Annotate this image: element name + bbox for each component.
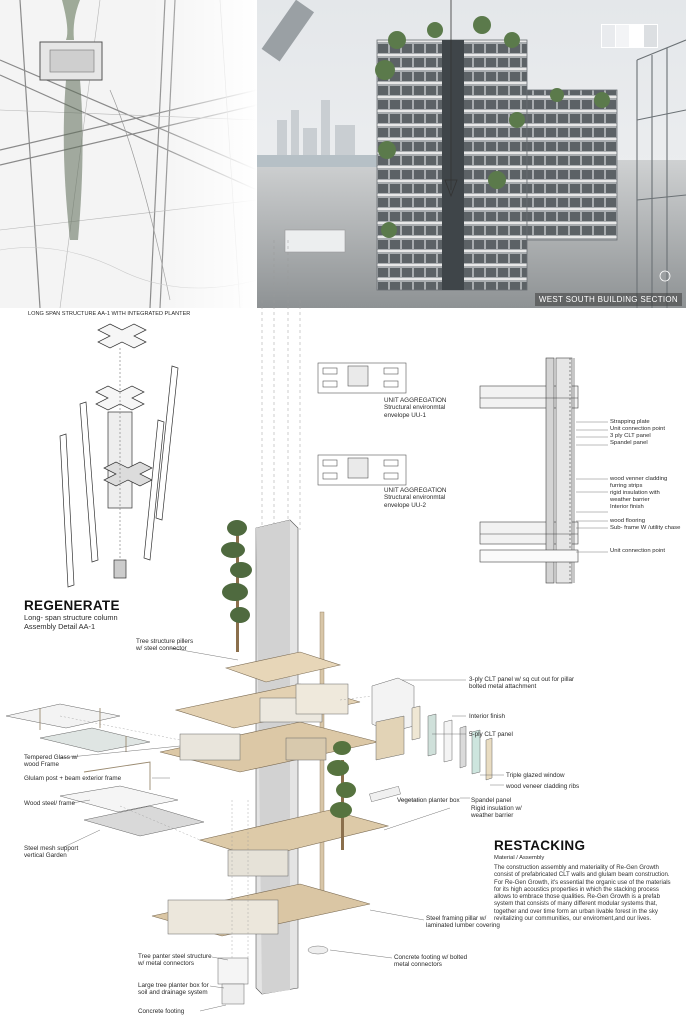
building-section-render: WEST SOUTH BUILDING SECTION: [257, 0, 686, 308]
column-assembly-detail: [59, 323, 179, 588]
wall-label: Strapping plate: [610, 419, 650, 425]
label-line: envelope UU-2: [384, 501, 427, 509]
restacking-subtitle: Material / Assembly: [494, 855, 545, 861]
wall-label: wood venner cladding: [610, 476, 668, 482]
vegetation-planter-label: Vegetation planter box: [397, 797, 460, 804]
spandel-panel-label: Spandel panel: [471, 797, 512, 804]
label-line: laminated lumber covering: [426, 922, 500, 930]
wall-section-label-bottom: Unit connection point: [610, 548, 666, 554]
wall-label: rigid insulation with: [610, 490, 660, 496]
label-line: Rigid insulation w/: [471, 805, 522, 812]
wall-section-labels-middle: wood venner cladding furring strips rigi…: [610, 476, 667, 511]
label-line: Tree structure pillers: [136, 638, 194, 645]
wood-veneer-ribs-label: wood veneer cladding ribs: [506, 783, 580, 790]
glulam-post-label: Glulam post + beam exterior frame: [24, 775, 122, 782]
label-line: UNIT AGGREGATION: [384, 487, 447, 494]
unit-aggregation-uu1-label: UNIT AGGREGATION Structural environmtal …: [384, 397, 446, 419]
label-line: soil and drainage system: [138, 989, 208, 997]
render-caption: WEST SOUTH BUILDING SECTION: [534, 293, 682, 306]
interior-finish-label: Interior finish: [469, 713, 506, 720]
label-line: Tree panter steel structure: [138, 953, 212, 960]
wall-label: Unit connection point: [610, 426, 666, 432]
regenerate-subtitle: Long- span structure column Assembly Det…: [24, 613, 118, 631]
large-tree-planter-label: Large tree planter box for soil and drai…: [138, 982, 209, 997]
label-line: UNIT AGGREGATION: [384, 397, 447, 404]
clt-5ply-label: 5-ply CLT panel: [469, 731, 513, 738]
label-line: 3-ply CLT panel w/ sq cut out for pillar: [469, 676, 575, 683]
regenerate-subtitle-line: Assembly Detail AA-1: [24, 621, 96, 631]
steel-framing-pillar-label: Steel framing pillar w/ laminated lumber…: [426, 915, 500, 930]
label-line: Steel mesh support: [24, 845, 79, 852]
rigid-insulation-label: Rigid insulation w/ weather barrier: [471, 805, 522, 820]
label-line: metal connectors: [394, 961, 442, 969]
wall-section-labels-lower: wood flooring Sub- frame W /utility chas…: [610, 518, 680, 532]
wall-label: wood flooring: [610, 518, 646, 524]
exploded-tower-assembly: [5, 519, 493, 1005]
concrete-footing-bolted-label: Concrete footing w/ bolted metal connect…: [394, 954, 467, 969]
top-left-perspective-sketch: [0, 0, 257, 308]
sketch-drawing: [0, 0, 257, 308]
wood-steel-frame-label: Wood steel/ frame: [24, 800, 75, 807]
unit-aggregation-uu2-label: UNIT AGGREGATION Structural environmtal …: [384, 487, 446, 509]
tempered-glass-label: Tempered Glass w/ wood Frame: [24, 754, 78, 769]
concrete-footing-label: Concrete footing: [138, 1008, 185, 1015]
clt-3ply-label: 3-ply CLT panel w/ sq cut out for pillar…: [469, 676, 574, 691]
long-span-caption: LONG SPAN STRUCTURE AA-1 WITH INTEGRATED…: [28, 311, 191, 317]
regenerate-subtitle-line: Long- span structure column: [24, 613, 118, 622]
label-line: Tempered Glass w/: [24, 754, 78, 761]
steel-mesh-label: Steel mesh support vertical Garden: [24, 845, 78, 860]
wall-section-leaders: [576, 421, 608, 553]
tree-planter-structure-label: Tree panter steel structure w/ metal con…: [138, 953, 212, 968]
label-line: bolted metal attachment: [469, 683, 537, 691]
restacking-body: The construction assembly and materialit…: [494, 864, 671, 923]
wall-label: furring strips: [610, 483, 643, 489]
label-line: weather barrier: [471, 812, 514, 820]
label-line: envelope UU-1: [384, 411, 427, 419]
regenerate-title: REGENERATE: [24, 598, 120, 613]
label-line: Large tree planter box for: [138, 982, 209, 989]
wall-label: Interior finish: [610, 504, 644, 510]
restacking-title: RESTACKING: [494, 838, 586, 853]
triple-glazed-window-label: Triple glazed window: [506, 772, 565, 779]
wall-section-labels-upper: Strapping plate Unit connection point 3 …: [610, 419, 665, 447]
label-line: Structural environmtal: [384, 494, 446, 502]
label-line: w/ steel connector: [136, 645, 187, 653]
label-line: vertical Garden: [24, 852, 67, 860]
wall-label: Sub- frame W /utility chase: [610, 525, 681, 531]
wall-label: Spandel panel: [610, 440, 648, 446]
palette-swatch-4: [643, 24, 658, 48]
label-line: Structural environmtal: [384, 404, 446, 412]
label-line: Steel framing pillar w/: [426, 915, 487, 922]
unit-aggregation-plans: [317, 362, 407, 486]
wall-label: 3 ply CLT panel: [610, 433, 651, 439]
label-line: w/ metal connectors: [138, 960, 194, 968]
assembly-right-leaders: [329, 679, 504, 959]
assembly-left-leaders: [59, 647, 239, 1012]
render-drawing: [257, 0, 686, 308]
label-line: wood Frame: [24, 761, 59, 769]
wall-label: weather barrier: [610, 497, 650, 503]
tree-structure-pillers-label: Tree structure pillers w/ steel connecto…: [136, 638, 193, 653]
wall-section-detail: [479, 357, 579, 584]
label-line: Concrete footing w/ bolted: [394, 954, 468, 961]
